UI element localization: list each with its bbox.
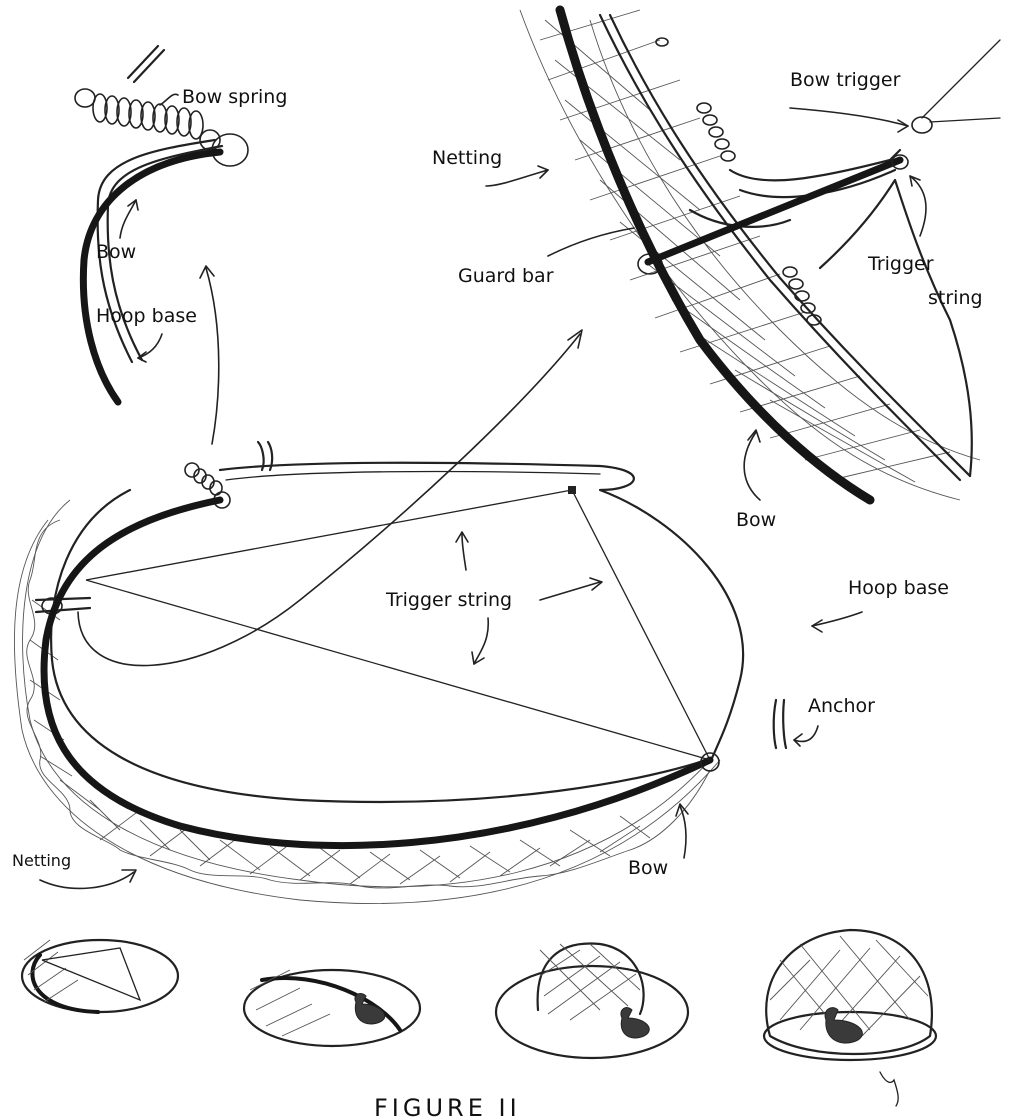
sequence-trap-3 xyxy=(496,944,688,1058)
sequence-trap-2 xyxy=(244,970,420,1046)
label-hoop-base-top-group: Hoop base xyxy=(96,305,197,362)
label-bow-top: Bow xyxy=(96,241,136,263)
label-anchor-group: Anchor xyxy=(794,695,875,746)
label-bow-trigger: Bow trigger xyxy=(790,69,901,91)
trigger-string-detail-ends xyxy=(922,40,1000,122)
label-bow-spring: Bow spring xyxy=(182,86,287,108)
label-netting-bottom-group: Netting xyxy=(12,851,136,888)
detail-coils-upper xyxy=(656,38,735,161)
hoop-base-main xyxy=(51,463,743,802)
bow-trigger-ring xyxy=(912,117,932,133)
bird-icon xyxy=(621,1008,649,1038)
guard-bar xyxy=(648,160,900,262)
sequence-trap-1 xyxy=(22,940,178,1012)
main-trap xyxy=(14,442,786,904)
label-anchor: Anchor xyxy=(808,695,875,717)
label-netting-bottom: Netting xyxy=(12,851,71,870)
trigger-string-a xyxy=(86,490,572,580)
label-netting-top-group: Netting xyxy=(432,147,548,186)
label-hoop-base-top: Hoop base xyxy=(96,305,197,327)
label-hoop-base-right: Hoop base xyxy=(848,577,949,599)
trigger-wire-loop xyxy=(820,180,972,476)
arrow-to-spring-detail xyxy=(200,266,219,444)
trigger-string-c xyxy=(572,490,710,760)
hoop-base-main-inner xyxy=(226,472,600,480)
label-bow-spring-group: Bow spring xyxy=(160,86,287,108)
label-bow-detail-group: Bow xyxy=(736,430,776,531)
label-bow-bottom: Bow xyxy=(628,857,668,879)
label-bow-trigger-group: Bow trigger xyxy=(790,69,908,132)
label-trigger-string-right-2: string xyxy=(928,287,983,309)
label-hoop-base-right-group: Hoop base xyxy=(812,577,949,632)
label-bow-detail: Bow xyxy=(736,509,776,531)
label-trigger-string-right-1: Trigger xyxy=(867,253,934,275)
label-guard-bar-group: Guard bar xyxy=(458,228,634,287)
label-netting-top: Netting xyxy=(432,147,502,169)
bird-icon xyxy=(355,994,385,1024)
bow-thick-top xyxy=(83,152,220,402)
label-guard-bar: Guard bar xyxy=(458,265,554,287)
figure-caption: FIGURE II xyxy=(374,1094,521,1120)
arrow-to-trigger-detail xyxy=(78,330,582,666)
sequence-trap-4 xyxy=(764,930,936,1106)
trigger-knot xyxy=(568,486,576,494)
bow-main xyxy=(44,500,710,846)
label-trigger-string-center-group: Trigger string xyxy=(385,532,602,664)
anchor-clip xyxy=(774,700,786,748)
spring-pin xyxy=(128,46,164,82)
label-trigger-string-center: Trigger string xyxy=(385,589,512,611)
artist-signature xyxy=(880,1072,898,1106)
trigger-wire-upper xyxy=(730,150,900,180)
